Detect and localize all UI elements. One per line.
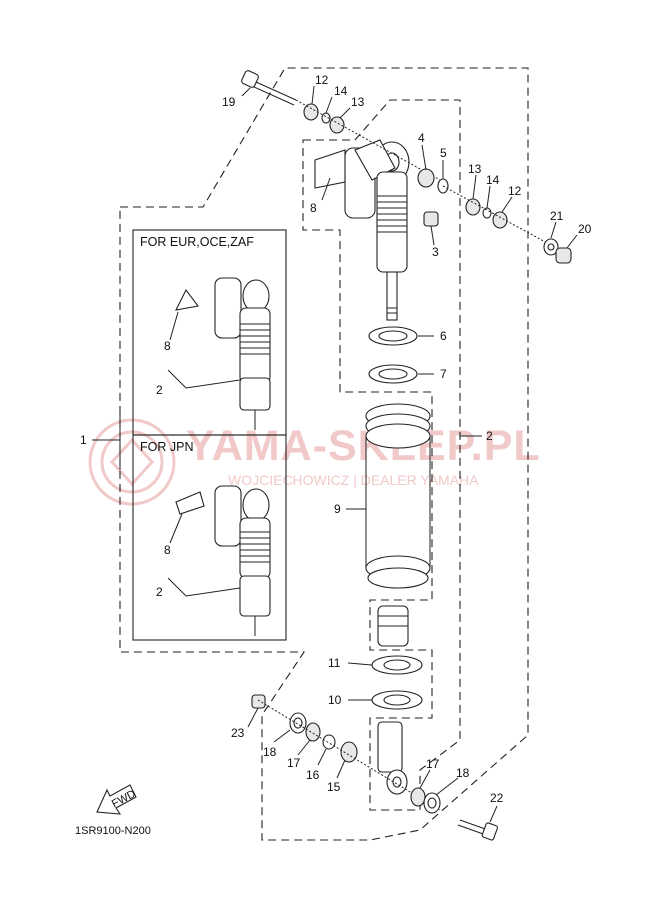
label-plate [314, 149, 346, 189]
callout-8: 8 [164, 543, 171, 557]
oil-seal-17-left [305, 722, 321, 742]
callout-22: 22 [490, 791, 504, 805]
watermark-logo-icon [88, 418, 176, 506]
callout-2: 2 [156, 585, 163, 599]
callout-15: 15 [327, 780, 341, 794]
bearing-15 [340, 741, 358, 763]
nut-3 [423, 211, 439, 227]
collar-12-right [492, 211, 508, 229]
callout-14: 14 [334, 84, 348, 98]
spring-guide-10 [371, 690, 423, 710]
diagram-code: 1SR9100-N200 [75, 825, 151, 837]
fwd-label: FWD [110, 788, 138, 810]
callout-4: 4 [418, 131, 425, 145]
bolt-22 [457, 819, 499, 841]
callout-13: 13 [351, 95, 365, 109]
callout-8: 8 [310, 201, 317, 215]
callout-20: 20 [578, 222, 592, 236]
callout-12: 12 [315, 73, 329, 87]
callout-14: 14 [486, 173, 500, 187]
bump-stopper [377, 605, 409, 647]
thrust-cover-18-right [423, 792, 441, 814]
leader-lines [92, 85, 578, 823]
callout-12: 12 [508, 184, 522, 198]
callout-3: 3 [432, 245, 439, 259]
callout-11: 11 [328, 656, 341, 670]
callout-16: 16 [306, 768, 320, 782]
lower-clevis [377, 721, 408, 795]
spring-seat-11 [371, 655, 423, 675]
bushing-4 [417, 168, 435, 188]
callout-10: 10 [328, 693, 342, 707]
variant-box-jpn: FOR JPN [132, 434, 287, 641]
spring-9 [365, 403, 431, 589]
callout-23: 23 [231, 726, 245, 740]
callout-18: 18 [263, 745, 277, 759]
callout-21: 21 [550, 209, 564, 223]
adjusting-nut-6 [368, 326, 418, 346]
variant-box-jpn-title: FOR JPN [140, 440, 193, 454]
watermark: YAMA-SKLEP.PL WOJCIECHOWICZ | DEALER YAM… [88, 418, 541, 506]
bearing-13-right [465, 198, 481, 216]
nut-20 [555, 247, 572, 264]
callout-5: 5 [440, 146, 447, 160]
callout-1: 1 [80, 433, 87, 447]
callout-17: 17 [426, 757, 440, 771]
callout-13: 13 [468, 162, 482, 176]
washer-21 [543, 238, 559, 256]
locknut-7 [368, 364, 418, 384]
bolt-19 [241, 70, 297, 106]
callouts: 19 12 14 13 4 5 13 14 12 21 20 3 8 6 7 1… [80, 73, 592, 805]
callout-2: 2 [486, 429, 493, 443]
callout-17: 17 [287, 756, 301, 770]
callout-19: 19 [222, 95, 236, 109]
callout-7: 7 [440, 367, 447, 381]
watermark-sub-text: WOJCIECHOWICZ | DEALER YAMAHA [228, 472, 479, 488]
callout-2: 2 [156, 383, 163, 397]
collar-12-left [303, 103, 319, 121]
callout-18: 18 [456, 766, 470, 780]
eur-variant-shock [175, 277, 271, 430]
collar-16 [322, 734, 336, 750]
variant-box-eur-title: FOR EUR,OCE,ZAF [140, 235, 254, 249]
oil-seal-17-right [410, 787, 426, 807]
bearing-13-left [329, 116, 345, 134]
thrust-cover-18-left [289, 712, 307, 734]
watermark-main-text: YAMA-SKLEP.PL [186, 422, 541, 470]
callout-8: 8 [164, 339, 171, 353]
nut-23 [251, 694, 266, 709]
callout-9: 9 [334, 502, 341, 516]
jpn-variant-shock [175, 485, 271, 636]
shock-unit-outline [302, 99, 461, 811]
rear-shock-absorber [344, 139, 410, 321]
callout-6: 6 [440, 329, 447, 343]
fwd-arrow-icon: FWD [96, 784, 138, 815]
